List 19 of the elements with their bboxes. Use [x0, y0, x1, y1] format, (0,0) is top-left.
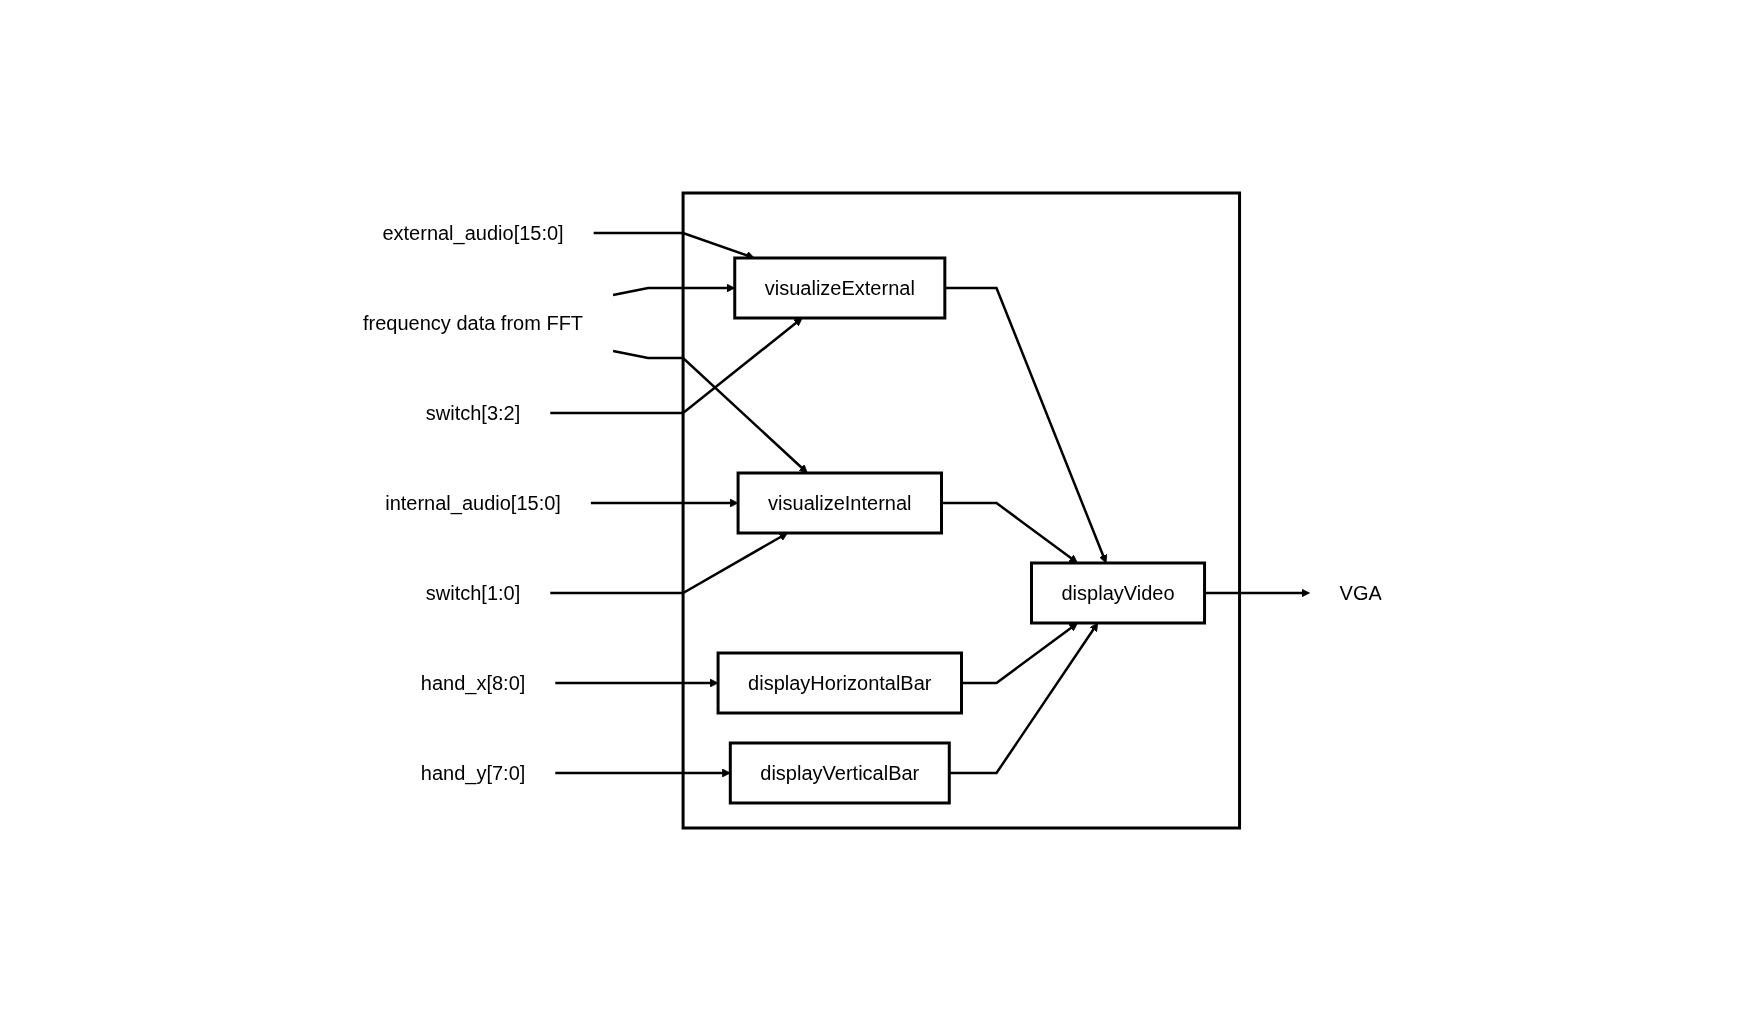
- arrow: [1204, 588, 1310, 598]
- arrow: [612, 283, 735, 297]
- cluster: [681, 191, 1241, 830]
- node-text: internal_audio[15:0]: [384, 492, 561, 514]
- node-text: switch[1:0]: [425, 582, 520, 604]
- arrow: [612, 349, 808, 474]
- node-box: displayVerticalBar: [728, 741, 951, 805]
- node-box: displayVideo: [1029, 561, 1206, 625]
- arrow: [944, 286, 1107, 564]
- node-text: hand_y[7:0]: [420, 762, 525, 784]
- node-text: frequency data from FFT: [362, 312, 583, 334]
- node-text: external_audio[15:0]: [382, 222, 564, 244]
- node-text: switch[3:2]: [425, 402, 520, 424]
- node-text: hand_x[8:0]: [420, 672, 525, 694]
- node-box: displayHorizontalBar: [716, 651, 963, 715]
- arrow: [941, 501, 1078, 564]
- node-box: visualizeExternal: [732, 256, 946, 320]
- node-box: visualizeInternal: [736, 471, 943, 535]
- node-text: VGA: [1339, 582, 1382, 604]
